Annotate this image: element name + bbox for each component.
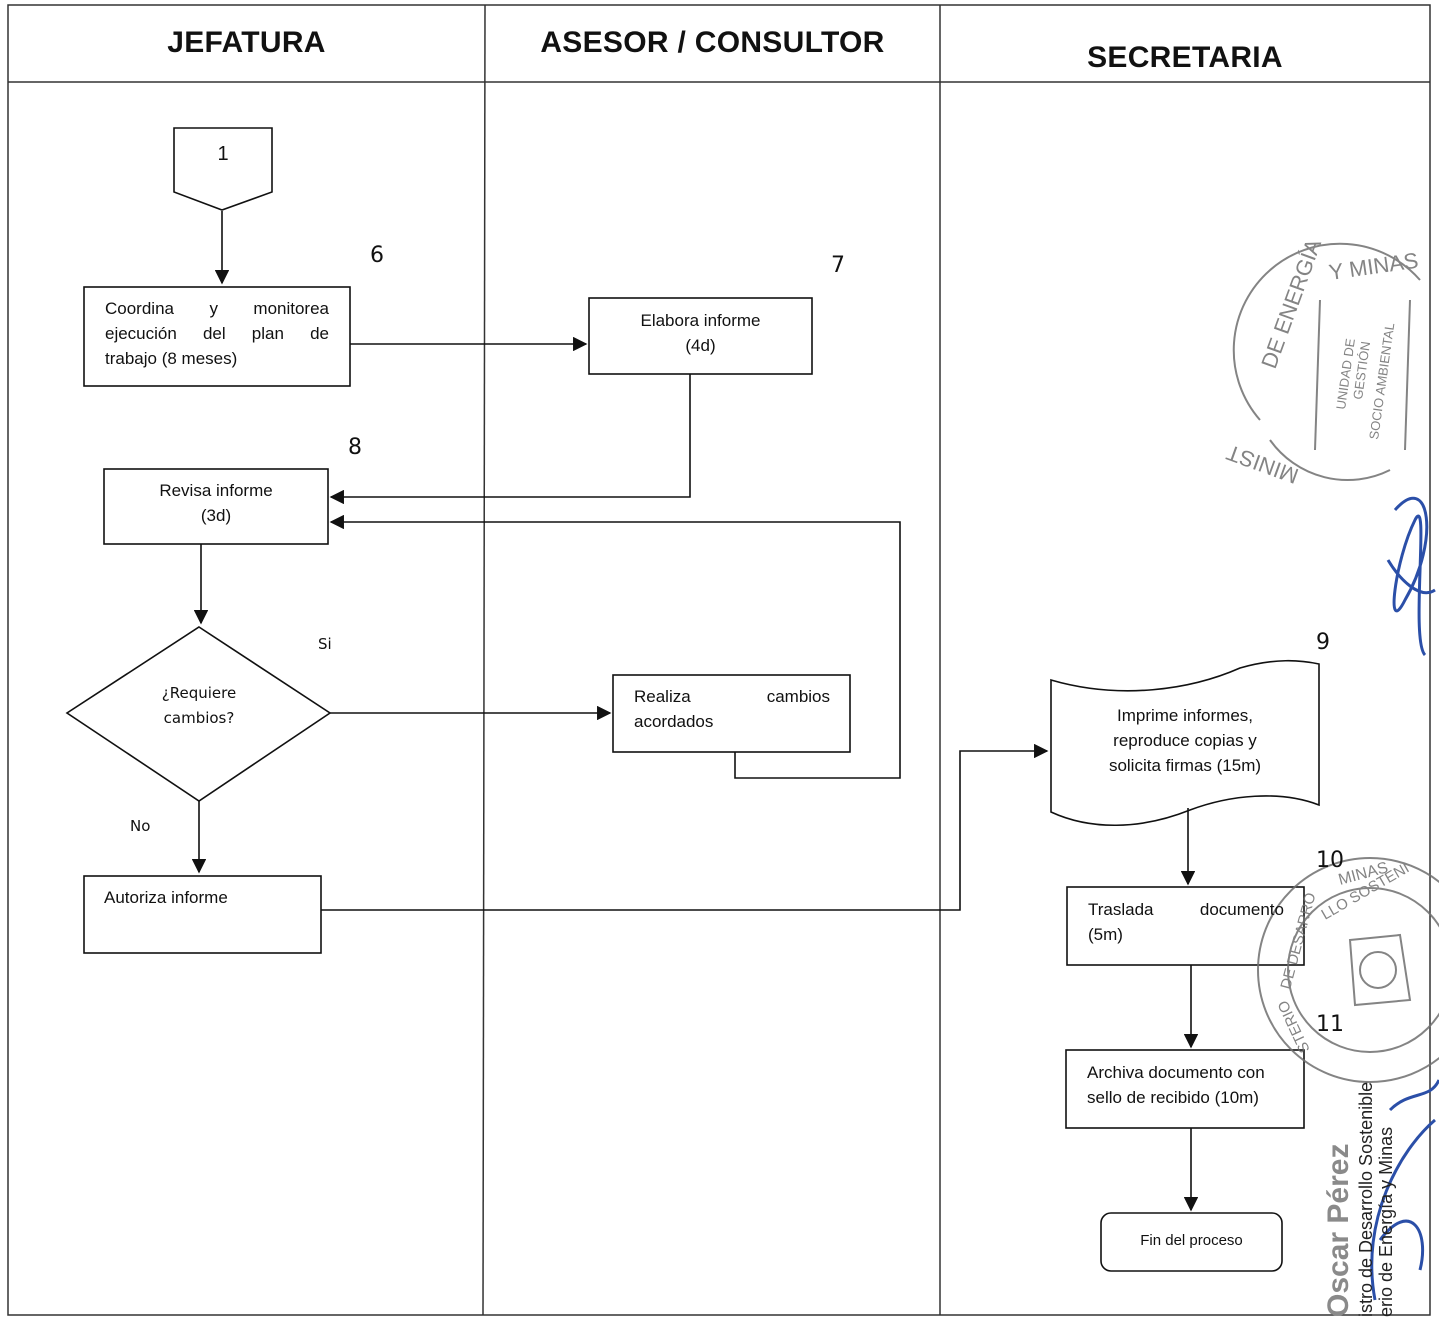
make-changes-line-2: acordados: [634, 712, 714, 731]
step-number-10: 10: [1316, 848, 1344, 873]
authorize-line-1: Autoriza informe: [104, 888, 228, 907]
coordinate-box-text: Coordina y monitorea ejecución del plan …: [105, 296, 329, 371]
signer-role-2: erio de Energía y Minas: [1376, 1126, 1396, 1317]
make-changes-text: Realiza cambios acordados: [634, 684, 830, 734]
signer-role-1: istro de Desarrollo Sostenible: [1356, 1081, 1376, 1317]
review-line-2: (3d): [200, 506, 232, 525]
signature-mark-top: [1386, 496, 1436, 657]
arrow-authorize-to-print: [321, 743, 1049, 911]
step-number-11: 11: [1316, 1012, 1344, 1037]
lane-title-jefatura: JEFATURA: [167, 26, 326, 59]
transfer-line-1: Traslada documento: [1088, 900, 1284, 919]
step-number-9: 9: [1316, 630, 1330, 655]
offpage-connector-label: 1: [217, 143, 229, 165]
coordinate-line-1: Coordina y monitorea: [105, 299, 329, 318]
step-number-7: 7: [831, 253, 845, 278]
end-terminator: [1100, 1212, 1283, 1272]
coordinate-line-2: ejecución del plan de: [105, 324, 329, 343]
print-line-2: reproduce copias y: [1113, 731, 1257, 750]
review-report-box: [103, 468, 329, 545]
review-line-1: Revisa informe: [159, 481, 273, 500]
elaborate-line-2: (4d): [685, 336, 716, 355]
svg-text:STERIO: STERIO: [1275, 998, 1314, 1056]
arrow-elaborate-to-review: [329, 374, 691, 505]
decision-no-label: No: [130, 817, 151, 835]
coordinate-line-3: trabajo (8 meses): [105, 349, 238, 368]
signer-name: Oscar Pérez: [1322, 1143, 1355, 1317]
make-changes-box: [612, 674, 851, 753]
svg-text:MINIST: MINIST: [1223, 440, 1302, 489]
archive-document-box: [1065, 1049, 1305, 1129]
archive-line-1: Archiva documento con: [1087, 1063, 1265, 1082]
offpage-connector-shape: [173, 127, 273, 211]
archive-line-2: sello de recibido (10m): [1087, 1088, 1259, 1107]
end-label: Fin del proceso: [1140, 1232, 1243, 1249]
authorize-report-box: [83, 875, 322, 954]
elaborate-report-box: [588, 297, 813, 375]
transfer-document-box: [1066, 886, 1305, 966]
transfer-text: Traslada documento (5m): [1088, 897, 1284, 947]
lane-title-secretaria: SECRETARIA: [1087, 41, 1283, 74]
decision-yes-label: Si: [318, 635, 332, 653]
decision-line-2: cambios?: [163, 709, 235, 727]
step-number-8: 8: [348, 435, 362, 460]
coordinate-box: [83, 286, 351, 387]
ministry-stamp: Y MINAS DE ENERGÍA MINIST UNIDAD DE GEST…: [1223, 235, 1421, 489]
svg-text:Y MINAS: Y MINAS: [1327, 248, 1420, 285]
decision-line-1: ¿Requiere: [161, 684, 237, 702]
print-document-shape: [1050, 659, 1320, 827]
arrow-changes-to-review: [329, 514, 901, 779]
step-number-6: 6: [370, 243, 384, 268]
print-line-3: solicita firmas (15m): [1108, 756, 1262, 775]
print-line-1: Imprime informes,: [1116, 706, 1254, 725]
make-changes-line-1: Realiza cambios: [634, 687, 830, 706]
swimlane-grid: [7, 4, 1431, 1316]
signer-block: Oscar Pérez istro de Desarrollo Sostenib…: [1322, 1057, 1396, 1317]
svg-text:SOCIO AMBIENTAL: SOCIO AMBIENTAL: [1366, 322, 1397, 440]
elaborate-line-1: Elabora informe: [640, 311, 761, 330]
transfer-line-2: (5m): [1088, 925, 1123, 944]
signature-mark-bottom: [1370, 1079, 1439, 1301]
lane-title-asesor: ASESOR / CONSULTOR: [540, 26, 885, 59]
